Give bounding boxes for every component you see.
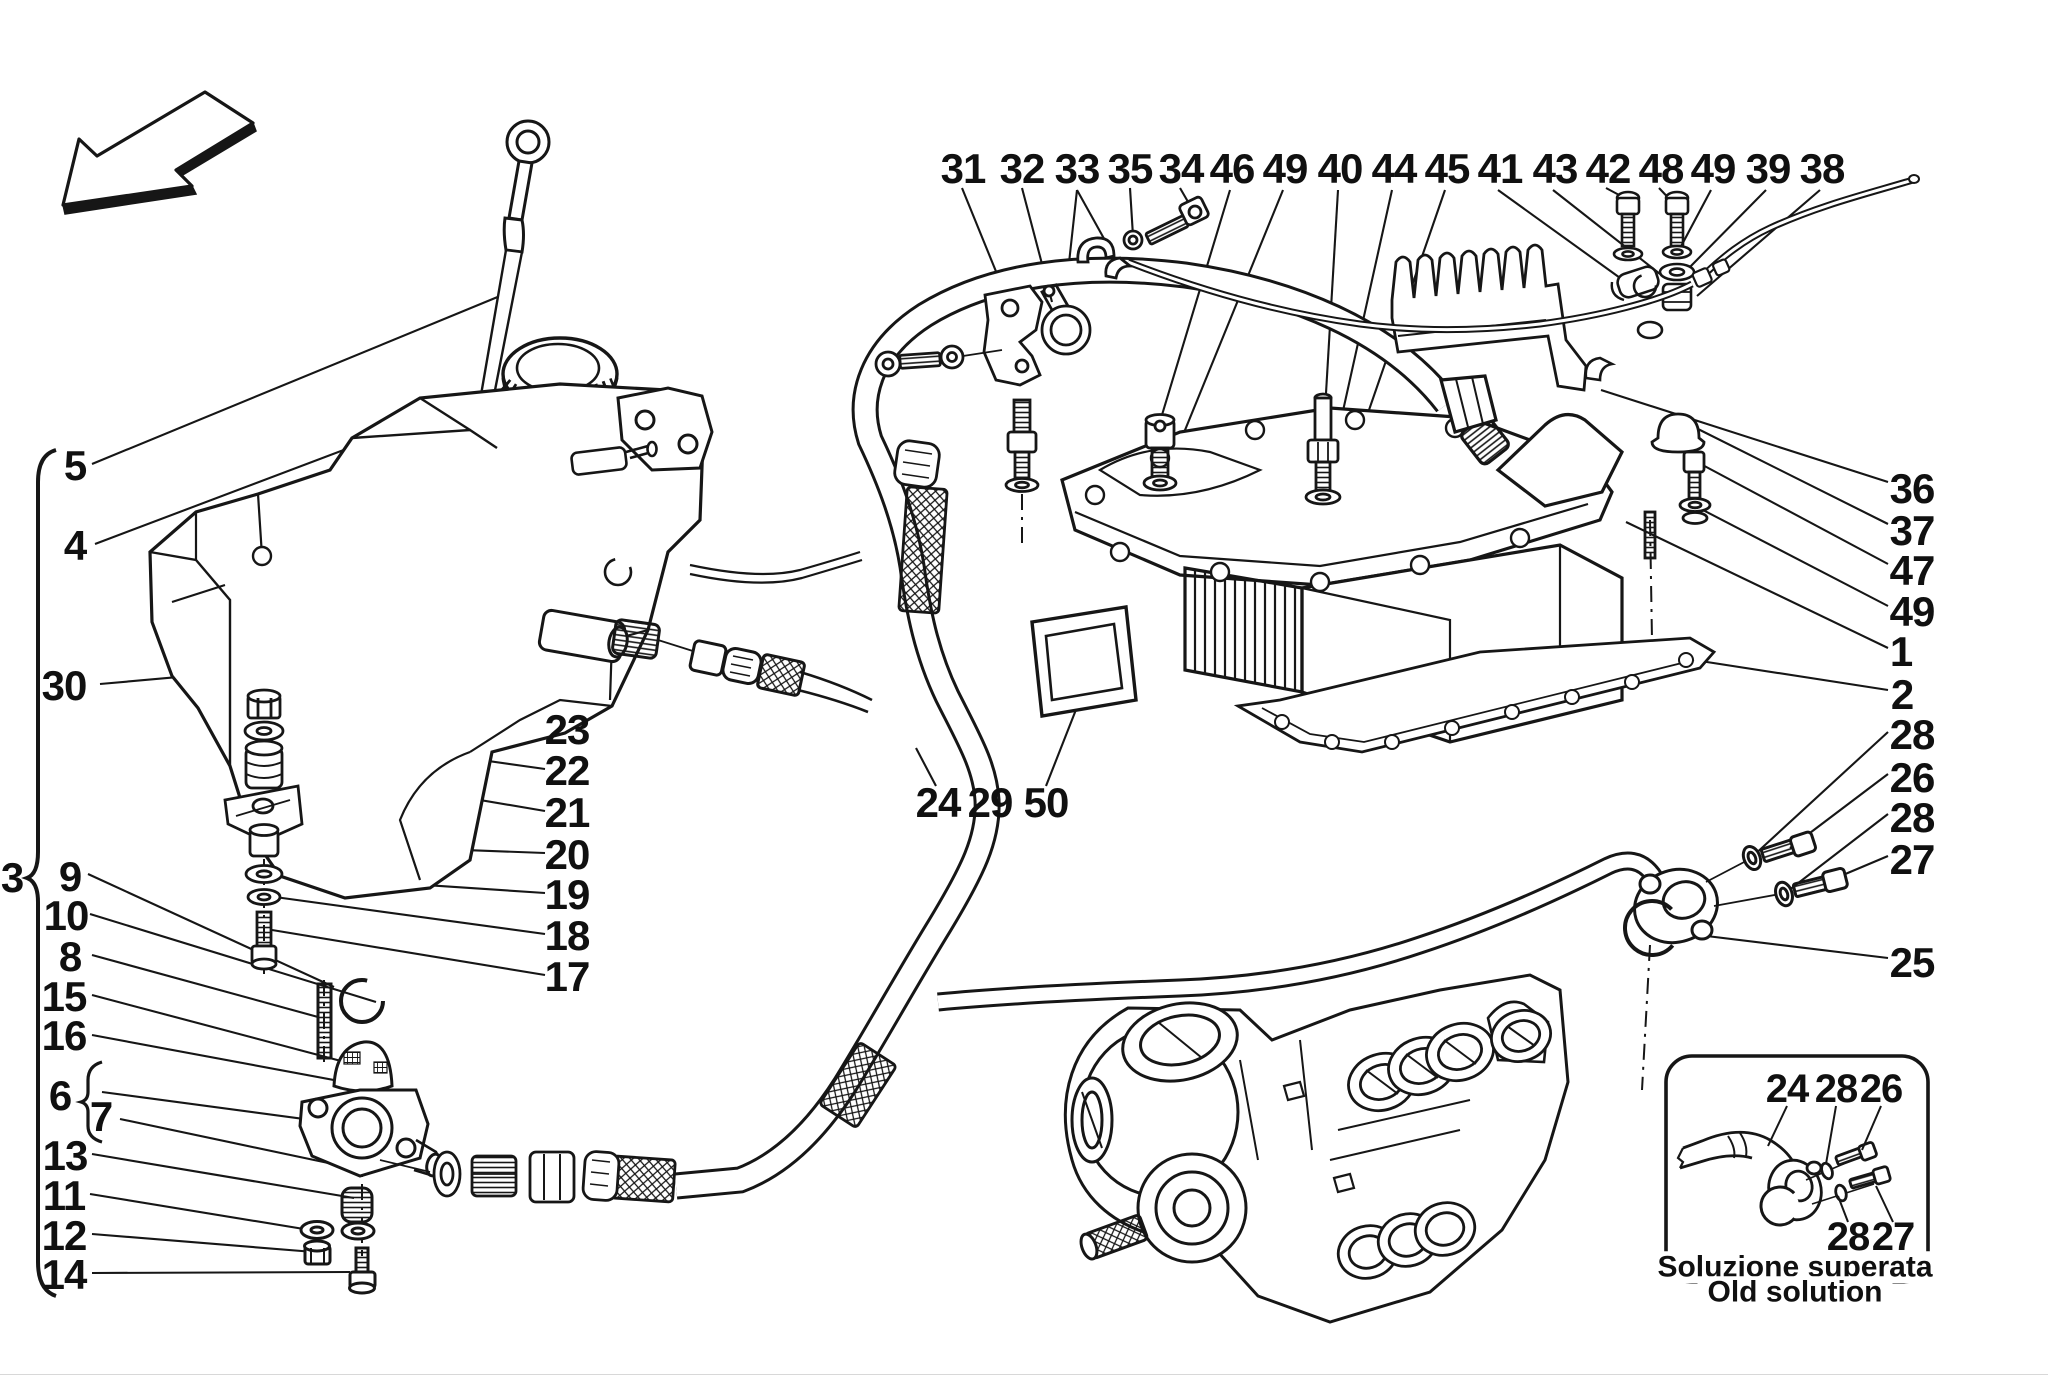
part-callout-28: 28: [1889, 711, 1936, 758]
part-callout-4: 4: [63, 522, 87, 569]
inset-caption-line-2: Old solution: [1697, 1276, 1893, 1308]
part-callout-12: 12: [41, 1212, 88, 1259]
part-callout-36: 36: [1889, 465, 1936, 512]
part-callout-38: 38: [1799, 145, 1846, 192]
part-callout-19: 19: [544, 871, 591, 918]
inset-box: [1664, 1054, 1930, 1284]
group-brace-6: [75, 1060, 103, 1144]
part-callout-13: 13: [42, 1132, 89, 1179]
part-callout-41: 41: [1477, 145, 1524, 192]
cable-grommets: [1584, 320, 1664, 382]
part-callout-28: 28: [1889, 794, 1936, 841]
part-callout-39: 39: [1745, 145, 1792, 192]
part-callout-14: 14: [41, 1251, 88, 1298]
part-callout-28: 28: [1826, 1215, 1870, 1259]
clamp-bracket-31: [874, 195, 1210, 387]
part-callout-29: 29: [967, 779, 1014, 826]
part-callout-25: 25: [1889, 939, 1936, 986]
pickup-flange-assembly: [298, 978, 443, 1295]
tank-bracket-plate: [616, 386, 714, 472]
part-callout-27: 27: [1871, 1215, 1915, 1259]
part-callout-43: 43: [1532, 145, 1579, 192]
part-callout-24: 24: [915, 779, 962, 826]
part-callout-50: 50: [1023, 779, 1070, 826]
part-callout-24: 24: [1765, 1067, 1809, 1111]
part-callout-21: 21: [544, 789, 591, 836]
pipe-flange: [1623, 830, 1849, 957]
part-callout-49: 49: [1889, 588, 1936, 635]
part-callout-27: 27: [1889, 836, 1936, 883]
part-callout-35: 35: [1107, 145, 1154, 192]
part-callout-40: 40: [1317, 145, 1364, 192]
part-callout-49: 49: [1262, 145, 1309, 192]
part-callout-11: 11: [42, 1172, 86, 1219]
cooler-hardware: [1004, 392, 1342, 506]
page-bottom-rule: [0, 1374, 2048, 1375]
part-callout-34: 34: [1158, 145, 1205, 192]
part-callout-7: 7: [89, 1093, 113, 1140]
part-callout-47: 47: [1889, 547, 1936, 594]
oil-hose-fittings: [379, 439, 949, 1204]
part-callout-3: 3: [0, 854, 24, 901]
oil-tank: [148, 382, 706, 900]
tank-hose-fitting: [688, 639, 873, 714]
suction-pipe: [937, 851, 1671, 1012]
part-callout-37: 37: [1889, 507, 1936, 554]
part-callout-32: 32: [999, 145, 1046, 192]
part-callout-26: 26: [1859, 1067, 1903, 1111]
part-callout-18: 18: [544, 912, 591, 959]
part-callout-33: 33: [1054, 145, 1101, 192]
part-callout-10: 10: [43, 892, 90, 939]
comb-bracket: [1390, 243, 1712, 560]
part-callout-28: 28: [1814, 1067, 1858, 1111]
engine-assembly: [1064, 973, 1570, 1324]
part-callout-15: 15: [41, 973, 88, 1020]
inset-pipe: [1676, 1130, 1892, 1227]
part-callout-20: 20: [544, 831, 591, 878]
inset-caption-line-1: Soluzione superata: [1647, 1251, 1943, 1283]
part-callout-2: 2: [1890, 671, 1914, 718]
dipstick: [474, 119, 551, 428]
part-callout-31: 31: [940, 145, 987, 192]
tank-mount-column: [223, 688, 304, 971]
inset-leaders: [1767, 1105, 1894, 1223]
part-callout-46: 46: [1209, 145, 1256, 192]
part-callout-42: 42: [1585, 145, 1632, 192]
part-callout-26: 26: [1889, 754, 1936, 801]
part-callout-16: 16: [41, 1012, 88, 1059]
part-callout-22: 22: [544, 747, 591, 794]
part-callout-8: 8: [58, 933, 82, 980]
part-callout-48: 48: [1638, 145, 1685, 192]
group-brace-3: [21, 448, 57, 1298]
tank-outlet-union: [537, 608, 697, 664]
part-callout-44: 44: [1371, 145, 1418, 192]
part-callout-5: 5: [63, 442, 87, 489]
part-callout-49: 49: [1690, 145, 1737, 192]
part-callout-23: 23: [544, 706, 591, 753]
breather-fitting: [570, 440, 863, 587]
part-callout-30: 30: [41, 662, 88, 709]
square-gasket: [1030, 605, 1138, 718]
part-callout-6: 6: [48, 1072, 72, 1119]
cooler-gasket: [1233, 636, 1717, 754]
part-callout-17: 17: [544, 953, 591, 1000]
engine-exhaust-ports: [1336, 1000, 1552, 1280]
part-callout-9: 9: [58, 853, 82, 900]
part-callout-1: 1: [1889, 628, 1913, 675]
direction-arrow-icon: [61, 90, 257, 215]
part-callout-45: 45: [1424, 145, 1471, 192]
cable-38: [1126, 174, 1920, 334]
